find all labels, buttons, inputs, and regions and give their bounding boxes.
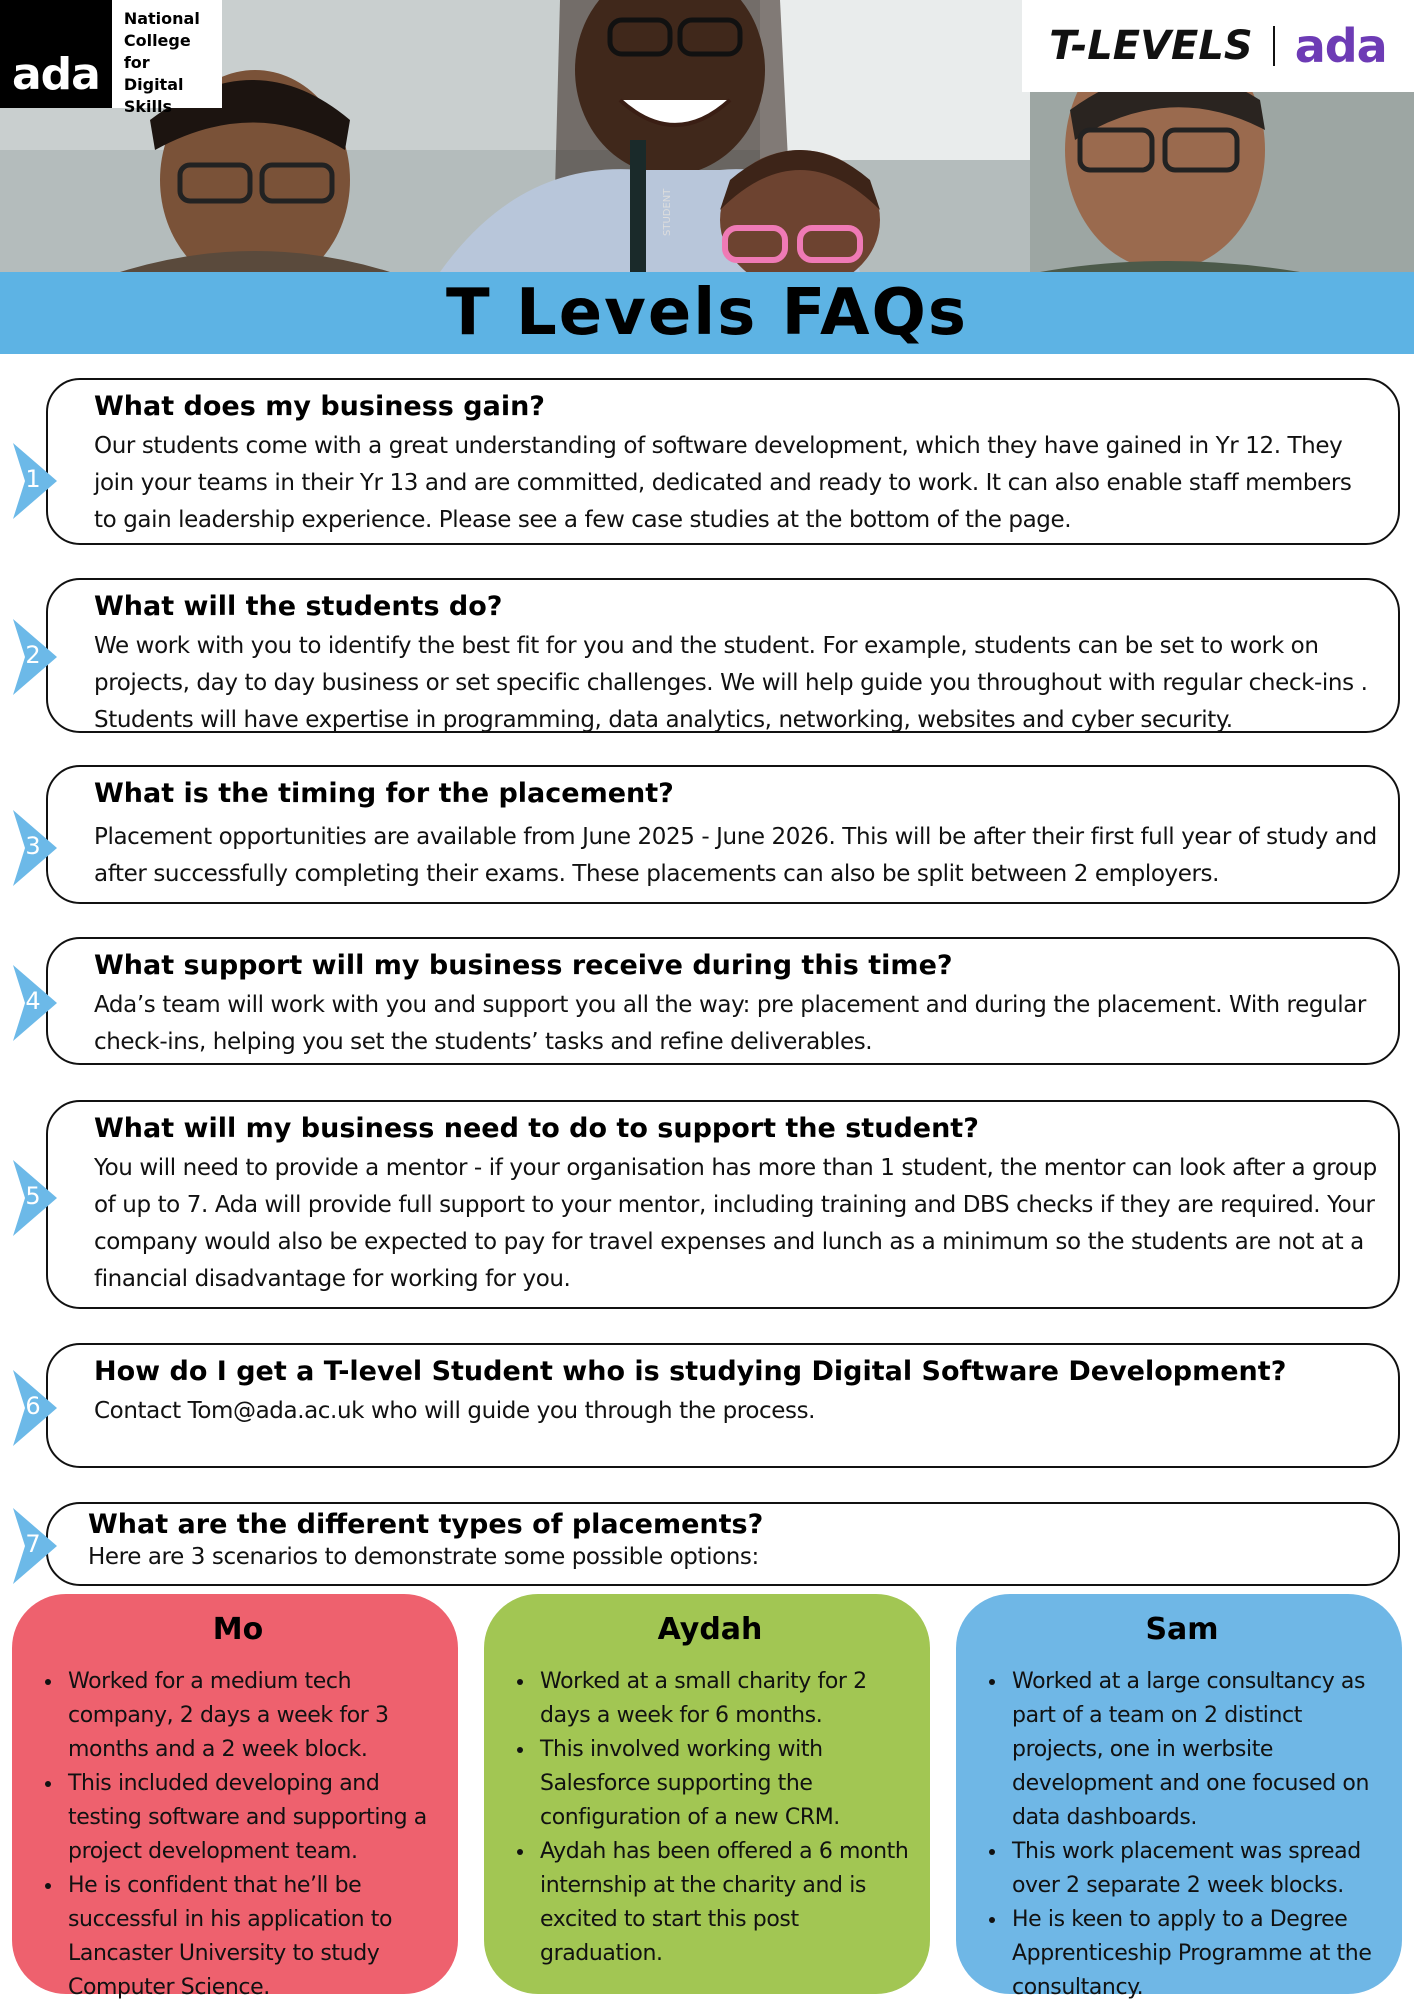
faq-answer: You will need to provide a mentor - if y… — [94, 1155, 1377, 1292]
faq-number: 1 — [25, 465, 41, 493]
college-line: College for — [123, 31, 191, 72]
faq-answer: Here are 3 scenarios to demonstrate some… — [88, 1544, 759, 1570]
scenario-card-aydah: Aydah Worked at a small charity for 2 da… — [484, 1594, 930, 1994]
scenario-point: Worked for a medium tech company, 2 days… — [64, 1665, 450, 1767]
tlevels-wordmark: T-LEVELS — [1049, 23, 1253, 69]
scenario-name: Aydah — [657, 1612, 763, 1647]
ada-college-logo: ada National College for Digital Skills — [0, 0, 222, 116]
scenario-card-mo: Mo Worked for a medium tech company, 2 d… — [12, 1594, 458, 2000]
faq-number-badge-3: 3 — [11, 810, 59, 886]
faq-number-badge-1: 1 — [11, 443, 59, 519]
number-arrow-icon — [13, 810, 57, 886]
faq-number: 4 — [25, 987, 41, 1015]
scenario-points: Worked at a small charity for 2 days a w… — [498, 1665, 922, 1971]
ada-logo-mark: ada — [0, 0, 112, 108]
faq-card-4: What support will my business receive du… — [46, 937, 1400, 1065]
tlevels-ada-logo: T-LEVELS ada — [1022, 0, 1414, 92]
number-arrow-icon — [13, 1160, 57, 1236]
faq-question: What is the timing for the placement? — [94, 778, 674, 809]
faq-question: What will the students do? — [94, 591, 503, 622]
faq-answer: Contact Tom@ada.ac.uk who will guide you… — [94, 1398, 816, 1424]
faq-number: 7 — [25, 1530, 41, 1558]
faq-number: 2 — [25, 641, 41, 669]
scenario-point: He is keen to apply to a Degree Apprenti… — [1008, 1903, 1394, 2005]
college-name: National College for Digital Skills — [112, 0, 222, 116]
number-arrow-icon — [13, 619, 57, 695]
scenario-point: Aydah has been offered a 6 month interns… — [536, 1835, 922, 1971]
faq-question: What are the different types of placemen… — [88, 1509, 764, 1540]
faq-question: What support will my business receive du… — [94, 950, 953, 981]
faq-number: 6 — [25, 1392, 41, 1420]
faq-question: What does my business gain? — [94, 391, 545, 422]
number-arrow-icon — [13, 1508, 57, 1584]
title-banner: T Levels FAQs — [0, 272, 1414, 354]
scenario-point: He is confident that he’ll be successful… — [64, 1869, 450, 2005]
scenario-point: Worked at a small charity for 2 days a w… — [536, 1665, 922, 1733]
faq-number-badge-2: 2 — [11, 619, 59, 695]
faq-number-badge-7: 7 — [11, 1508, 59, 1584]
scenario-card-sam: Sam Worked at a large consultancy as par… — [956, 1594, 1402, 2000]
scenario-point: This included developing and testing sof… — [64, 1767, 450, 1869]
college-line: National — [123, 9, 200, 28]
faq-question: What will my business need to do to supp… — [94, 1113, 979, 1144]
faq-card-5: What will my business need to do to supp… — [46, 1100, 1400, 1309]
faq-answer: Ada’s team will work with you and suppor… — [94, 992, 1366, 1055]
faq-number-badge-5: 5 — [11, 1160, 59, 1236]
faq-card-3: What is the timing for the placement? Pl… — [46, 765, 1400, 904]
number-arrow-icon — [13, 965, 57, 1041]
faq-answer: Our students come with a great understan… — [94, 433, 1352, 533]
faq-number: 5 — [25, 1182, 41, 1210]
header-photo: STUDENT ada National College for Digital… — [0, 0, 1414, 272]
faq-card-1: What does my business gain? Our students… — [46, 378, 1400, 545]
number-arrow-icon — [13, 1370, 57, 1446]
ada-wordmark: ada — [1294, 19, 1388, 73]
faq-number-badge-6: 6 — [11, 1370, 59, 1446]
faq-card-7: What are the different types of placemen… — [46, 1502, 1400, 1586]
faq-card-6: How do I get a T-level Student who is st… — [46, 1343, 1400, 1468]
student-lanyard-text: STUDENT — [662, 188, 673, 236]
faq-answer: We work with you to identify the best fi… — [94, 633, 1368, 733]
logo-divider — [1272, 26, 1275, 66]
faq-answer: Placement opportunities are available fr… — [94, 824, 1377, 887]
faq-question: How do I get a T-level Student who is st… — [94, 1356, 1287, 1387]
scenario-points: Worked at a large consultancy as part of… — [970, 1665, 1394, 2005]
faq-number-badge-4: 4 — [11, 965, 59, 1041]
scenario-point: This work placement was spread over 2 se… — [1008, 1835, 1394, 1903]
scenario-name: Mo — [212, 1612, 264, 1647]
scenario-name: Sam — [1145, 1612, 1219, 1647]
faq-number: 3 — [25, 832, 41, 860]
college-line: Skills — [123, 97, 172, 116]
scenario-points: Worked for a medium tech company, 2 days… — [26, 1665, 450, 2005]
scenario-point: Worked at a large consultancy as part of… — [1008, 1665, 1394, 1835]
faq-card-2: What will the students do? We work with … — [46, 578, 1400, 733]
number-arrow-icon — [13, 443, 57, 519]
page-title: T Levels FAQs — [446, 276, 968, 350]
college-line: Digital — [123, 75, 184, 94]
scenario-point: This involved working with Salesforce su… — [536, 1733, 922, 1835]
